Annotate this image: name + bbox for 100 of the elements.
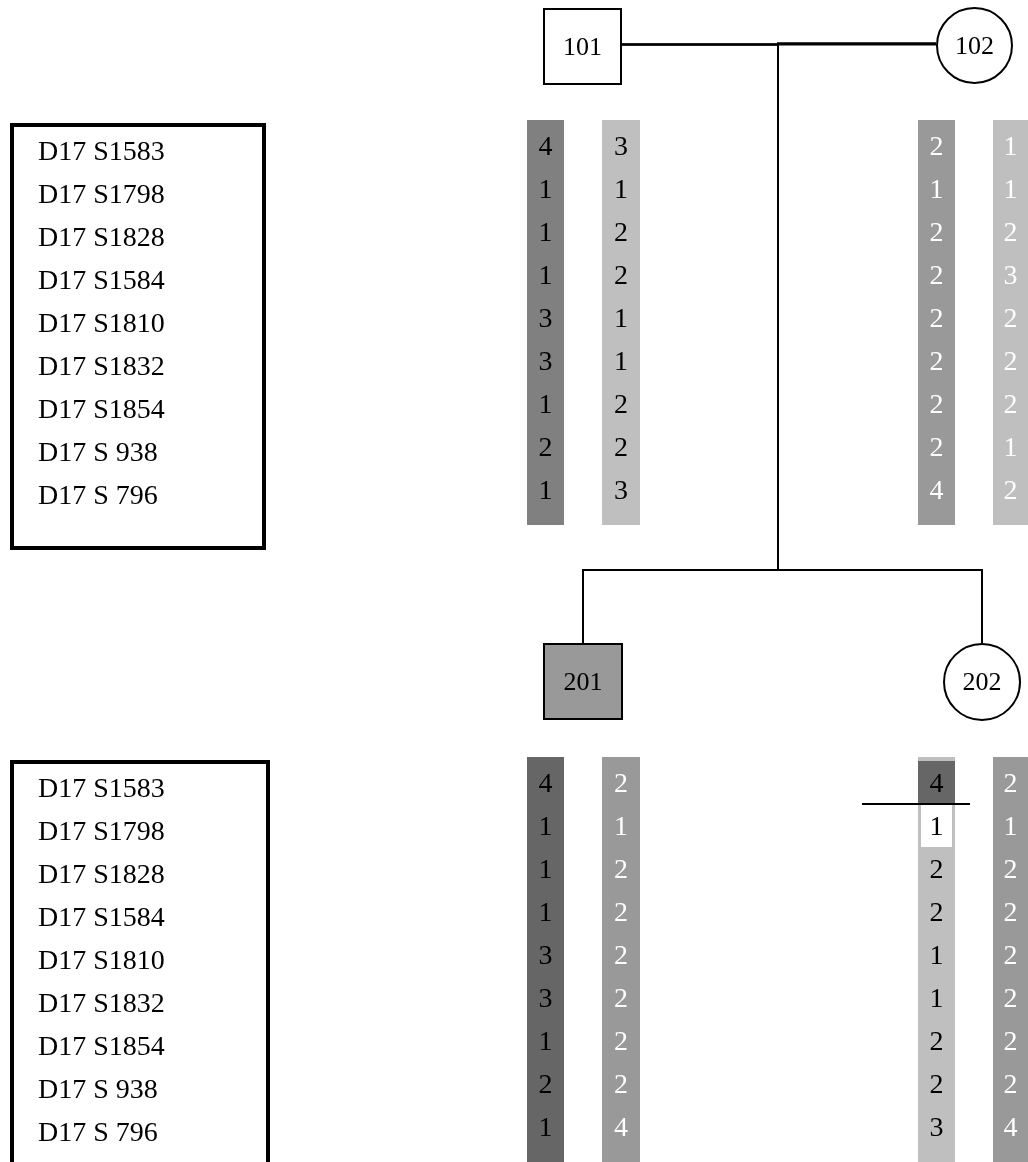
haplotype-bar [993,120,1028,525]
allele-number: 2 [614,388,628,419]
allele-number: 1 [538,896,553,927]
affected-male-symbol [543,643,623,720]
marker-name: D17 S 796 [38,1115,158,1149]
allele-number: 1 [538,388,553,419]
allele-number: 2 [614,939,628,970]
marker-name: D17 S1832 [38,986,165,1020]
allele-number: 2 [1003,302,1018,333]
allele-number: 2 [538,431,553,462]
allele-number: 2 [929,216,944,247]
allele-number: 3 [538,982,553,1013]
marker-name: D17 S 796 [38,478,158,512]
allele-number: 4 [929,767,944,798]
allele-number: 2 [614,767,628,798]
allele-number: 2 [929,345,944,376]
male-symbol [543,8,622,85]
allele-number: 2 [614,1025,628,1056]
allele-number: 2 [1003,939,1018,970]
marker-name: D17 S1810 [38,306,165,340]
allele-number: 1 [614,302,628,333]
haplotype-bar [918,120,955,525]
individual-id: 201 [563,668,603,695]
allele-number: 2 [614,259,628,290]
marker-name: D17 S1583 [38,771,165,805]
allele-number: 1 [614,345,628,376]
allele-number: 1 [538,1111,553,1142]
allele-number: 2 [1003,345,1018,376]
allele-number: 1 [614,173,628,204]
marker-name: D17 S1828 [38,220,165,254]
allele-number: 3 [614,130,628,161]
allele-number: 1 [929,939,944,970]
allele-number: 1 [1003,431,1018,462]
allele-number: 3 [538,302,553,333]
marker-name: D17 S1854 [38,392,165,426]
allele-number: 1 [1003,173,1018,204]
allele-number: 3 [614,474,628,505]
allele-number: 2 [614,1068,628,1099]
allele-number: 1 [1003,810,1018,841]
allele-number: 1 [538,1025,553,1056]
marker-name: D17 S1583 [38,134,165,168]
marker-name: D17 S 938 [38,435,158,469]
haplotype-bar [527,757,564,1162]
allele-number: 1 [1003,130,1018,161]
individual-id: 102 [955,32,994,59]
allele-number: 2 [614,216,628,247]
marker-name: D17 S1828 [38,857,165,891]
allele-number: 3 [929,1111,944,1142]
marker-name: D17 S1798 [38,177,165,211]
allele-number: 4 [929,474,944,505]
marker-name: D17 S1798 [38,814,165,848]
allele-number: 1 [538,216,553,247]
allele-number: 2 [929,431,944,462]
marker-name: D17 S 938 [38,1072,158,1106]
marker-name: D17 S1832 [38,349,165,383]
allele-number: 2 [1003,853,1018,884]
allele-number: 2 [1003,896,1018,927]
allele-number: 2 [614,431,628,462]
recombinant-haplotype-bar [918,757,955,1162]
allele-number: 1 [614,810,628,841]
allele-number: 1 [538,474,553,505]
allele-number: 2 [1003,1025,1018,1056]
allele-number: 3 [538,939,553,970]
marker-list-box [10,123,266,550]
allele-number: 2 [1003,1068,1018,1099]
allele-number: 3 [538,345,553,376]
allele-number: 1 [538,259,553,290]
allele-number: 1 [538,853,553,884]
allele-number: 2 [614,853,628,884]
allele-number: 3 [1003,259,1018,290]
haplotype-bar [602,120,640,525]
allele-number: 2 [929,1025,944,1056]
marker-list-box [10,760,270,1162]
allele-number: 1 [929,810,944,841]
allele-number: 2 [929,259,944,290]
haplotype-bar [993,757,1028,1162]
marker-name: D17 S1584 [38,900,165,934]
allele-number: 2 [1003,216,1018,247]
individual-id: 202 [962,669,1002,695]
allele-number: 2 [538,1068,553,1099]
marker-name: D17 S1854 [38,1029,165,1063]
allele-number: 2 [614,982,628,1013]
allele-number: 2 [929,130,944,161]
haplotype-bar [602,757,640,1162]
allele-number: 4 [614,1111,628,1142]
allele-number: 4 [1003,1111,1018,1142]
allele-number: 4 [538,767,553,798]
haplotype-bar [527,120,564,525]
marker-name: D17 S1584 [38,263,165,297]
allele-number: 1 [929,173,944,204]
allele-number: 4 [538,130,553,161]
allele-number: 2 [1003,474,1018,505]
allele-number: 2 [929,896,944,927]
allele-number: 2 [1003,982,1018,1013]
allele-number: 2 [929,388,944,419]
allele-number: 1 [538,810,553,841]
allele-number: 2 [929,853,944,884]
marker-name: D17 S1810 [38,943,165,977]
allele-number: 2 [1003,767,1018,798]
allele-number: 1 [929,982,944,1013]
